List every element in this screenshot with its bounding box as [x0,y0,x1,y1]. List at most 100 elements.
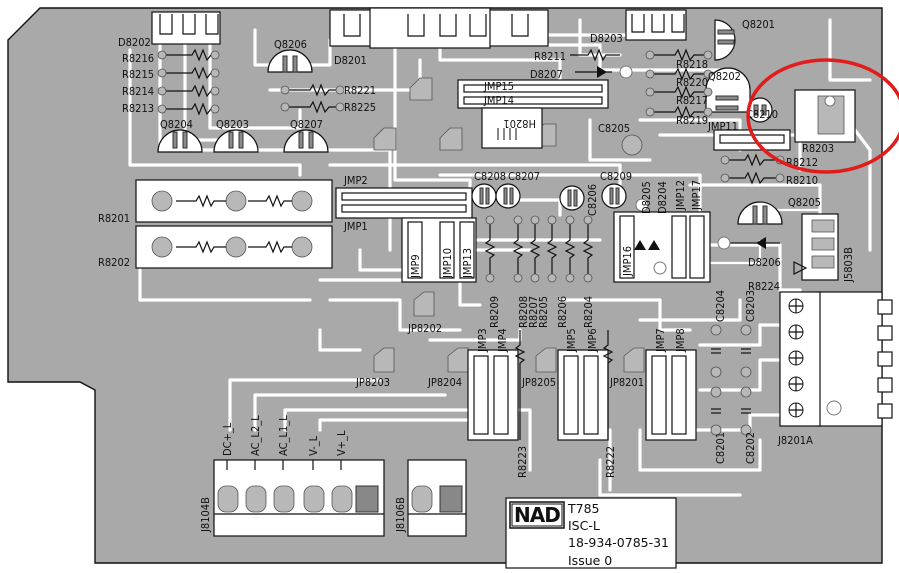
label-dc-plus-l: DC+_L [221,422,234,456]
label-d8202: D8202 [118,36,151,49]
label-r8224: R8224 [748,280,780,293]
label-r8209: R8209 [488,296,501,328]
resistor-r8203 [794,89,856,143]
jumpers-jmp2-jmp1 [335,187,473,219]
label-c8203: C8203 [744,290,757,322]
component-labels-vertical: JMP9 JMP10 JMP13 R8209 R8208 R8207 R8205… [199,180,855,533]
label-j8104b: J8104B [199,497,212,533]
label-r8207: R8207 [527,296,540,328]
transistor-q8204 [157,129,203,153]
label-jmp4: JMP4 [496,328,509,353]
label-c8209: C8209 [600,170,632,183]
resistor-bank-left [157,48,220,116]
label-q8201: Q8201 [742,18,775,31]
label-r8219: R8219 [676,114,708,127]
label-r8206: R8206 [556,296,569,328]
top-connector-left [151,11,221,45]
transistor-q8205 [737,201,783,225]
label-q8203: Q8203 [216,118,249,131]
label-d8203: D8203 [590,32,623,45]
label-r8223: R8223 [516,446,529,478]
label-jmp11: JMP11 [707,120,738,133]
label-r8221: R8221 [344,84,376,97]
label-d8207: D8207 [530,68,563,81]
label-jmp8: JMP8 [674,328,687,353]
label-q8202: Q8202 [708,70,741,83]
label-r8210: R8210 [786,174,818,187]
label-c8210: C8210 [746,108,778,121]
label-jmp9: JMP9 [409,254,422,279]
label-q8205: Q8205 [788,196,821,209]
label-jmp16: JMP16 [621,246,634,277]
label-jp8205: JP8205 [521,376,556,389]
board-part-number: 18-934-0785-31 [568,535,669,550]
label-r8201: R8201 [98,212,130,225]
label-c8205: C8205 [598,122,630,135]
label-j5803b: J5803B [842,247,855,283]
board-model: T785 [567,501,600,516]
resistor-r8201 [135,179,333,223]
label-jmp13: JMP13 [461,248,474,279]
label-jp8201: JP8201 [609,376,644,389]
label-jmp6: JMP6 [586,328,599,353]
capacitor-c8210 [747,97,773,123]
resistor-r8221-r8225 [280,83,345,114]
label-ac-l2-l: AC_L2_L [249,415,262,456]
label-r8202: R8202 [98,256,130,269]
highlight-circle [746,58,899,174]
label-r8222: R8222 [604,446,617,478]
diode-d8206 [717,236,780,250]
label-r8205: R8205 [537,296,550,328]
label-leader-lines [226,460,342,470]
heatsink-h8201: H8201 [481,107,543,149]
jumpers-jmp7-8 [645,349,697,441]
jumpers-jmp16-12-17 [613,198,711,283]
connector-j8201a [779,291,893,427]
board-module: ISC-L [568,518,600,533]
label-h8201: H8201 [503,117,536,130]
label-c8204: C8204 [714,290,727,322]
label-jmp12: JMP12 [674,180,687,211]
label-jmp1: JMP1 [343,220,368,233]
label-r8217: R8217 [676,94,708,107]
jumpers-jmp15-jmp14 [457,79,609,109]
connector-j5803b [793,213,839,281]
label-jmp14: JMP14 [483,94,514,107]
transistor-q8201 [714,19,736,61]
board-info-block: NAD T785 ISC-L 18-934-0785-31 Issue 0 [505,497,677,569]
label-c8206: C8206 [586,184,599,216]
label-v-minus-l: V-_L [307,435,320,456]
label-d8201: D8201 [334,54,367,67]
transistor-q8206 [267,49,313,73]
label-r8208: R8208 [517,296,530,328]
label-q8204: Q8204 [160,118,193,131]
top-connector-right [625,9,687,41]
jumpers-jmp3-4 [467,349,519,441]
label-r8215: R8215 [122,68,154,81]
capacitors-c8201-c8204 [710,324,752,436]
jp-pads [373,291,645,373]
board-issue: Issue 0 [568,553,612,568]
label-c8201: C8201 [714,432,727,464]
label-jmp3: JMP3 [476,328,489,353]
label-jmp2: JMP2 [343,174,368,187]
label-jp8204: JP8204 [427,376,462,389]
resistor-bank-right-top [570,48,713,119]
jumpers-jmp9-10-13 [401,217,477,283]
label-ac-l1-l: AC_L1_L [277,415,290,456]
connector-j8104b [213,459,385,537]
label-q8207: Q8207 [290,118,323,131]
label-v-plus-l: V+_L [335,430,348,456]
label-r8213: R8213 [122,102,154,115]
label-r8214: R8214 [122,85,154,98]
label-jp8203: JP8203 [355,376,390,389]
resistor-r8202 [135,225,333,269]
label-j8201a: J8201A [777,434,813,447]
label-r8211: R8211 [534,50,566,63]
label-r8204: R8204 [582,296,595,328]
jumpers-jmp5-6 [557,349,609,441]
label-q8206: Q8206 [274,38,307,51]
connector-j8106b [407,459,467,537]
label-jp8202: JP8202 [407,322,442,335]
